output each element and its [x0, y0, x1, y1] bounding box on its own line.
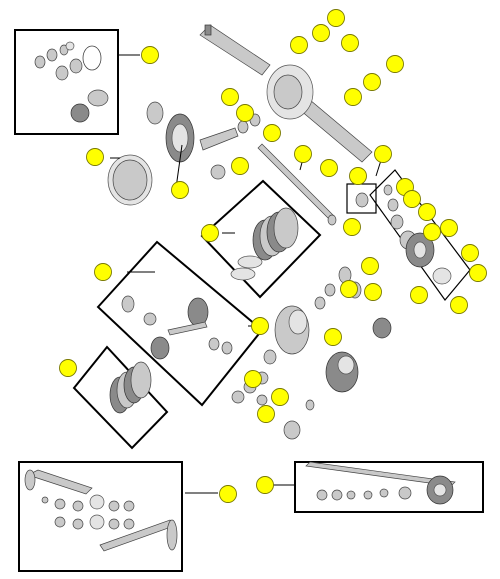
callout-axle-housing-top-2[interactable] — [312, 24, 330, 42]
callout-pinion-nut[interactable] — [263, 124, 281, 142]
pinion-bearing-kit-box — [14, 29, 119, 135]
clutch-pack-upper-parts — [230, 207, 299, 281]
axle-shaft-kit-left-parts — [24, 469, 178, 552]
callout-housing-vent[interactable] — [363, 73, 381, 91]
callout-pinion-yoke[interactable] — [236, 104, 254, 122]
clutch-pack-lower-parts — [109, 361, 152, 414]
callout-pinion-bearing-kit-box[interactable] — [141, 46, 159, 64]
pinion-bearing-kit-parts — [34, 41, 109, 123]
axle-shaft-kit-right-box — [294, 461, 484, 513]
callout-axle-housing-top-4[interactable] — [341, 34, 359, 52]
axle-housing — [199, 24, 373, 163]
callout-carrier-bearing-1[interactable] — [324, 328, 342, 346]
spider-gear-parts — [121, 295, 233, 360]
callout-pinion-gear[interactable] — [231, 157, 249, 175]
callout-carrier-bearing-3[interactable] — [364, 283, 382, 301]
callout-axle-housing-top-1[interactable] — [327, 9, 345, 27]
callout-side-bearing-2[interactable] — [271, 388, 289, 406]
callout-clutch-pack-lower[interactable] — [59, 359, 77, 377]
differential-carrier-parts — [255, 266, 392, 393]
callout-axle-bearing-group-1[interactable] — [320, 159, 338, 177]
callout-axle-bearing-group-9[interactable] — [461, 244, 479, 262]
callout-axle-bearing-group-10[interactable] — [469, 264, 487, 282]
callout-axle-bearing-group-8[interactable] — [440, 219, 458, 237]
callout-axle-shaft-inner[interactable] — [294, 145, 312, 163]
axle-shaft-kit-right-parts — [305, 461, 456, 505]
callout-spider-gear-kit[interactable] — [94, 263, 112, 281]
callout-side-bearing-3[interactable] — [257, 405, 275, 423]
callout-axle-shaft-kit-left[interactable] — [256, 476, 274, 494]
callout-axle-housing-top-3[interactable] — [290, 36, 308, 54]
axle-shaft-kit-left-box — [18, 461, 183, 572]
callout-carrier-bearing-2[interactable] — [340, 280, 358, 298]
callout-carrier-shim[interactable] — [361, 257, 379, 275]
callout-axle-bearing-group-5[interactable] — [403, 190, 421, 208]
callout-cover-gasket[interactable] — [86, 148, 104, 166]
callout-axle-bearing-group-7[interactable] — [423, 223, 441, 241]
callout-locker-carrier[interactable] — [410, 286, 428, 304]
leader-lines — [110, 54, 384, 494]
inner-axle-shaft — [257, 143, 337, 226]
callout-axle-shaft-kit-right[interactable] — [343, 218, 361, 236]
callout-differential-carrier[interactable] — [251, 317, 269, 335]
callout-clutch-pack-upper[interactable] — [201, 224, 219, 242]
side-bearing-parts — [231, 380, 315, 440]
ring-and-pinion-parts — [107, 101, 261, 206]
callout-axle-housing-top-5[interactable] — [386, 55, 404, 73]
callout-axle-bearing-group-3[interactable] — [374, 145, 392, 163]
callout-pinion-seal[interactable] — [344, 88, 362, 106]
callout-markers — [59, 9, 487, 503]
callout-side-bearing-4[interactable] — [219, 485, 237, 503]
callout-ring-gear[interactable] — [171, 181, 189, 199]
callout-axle-bearing-group-2[interactable] — [349, 167, 367, 185]
callout-side-bearing-1[interactable] — [244, 370, 262, 388]
callout-axle-bearing-group-11[interactable] — [450, 296, 468, 314]
callout-pinion-bearing[interactable] — [221, 88, 239, 106]
callout-axle-bearing-group-6[interactable] — [418, 203, 436, 221]
clutch-pack-lower-box — [72, 345, 169, 450]
axle-bearing-group-parts — [355, 184, 452, 285]
